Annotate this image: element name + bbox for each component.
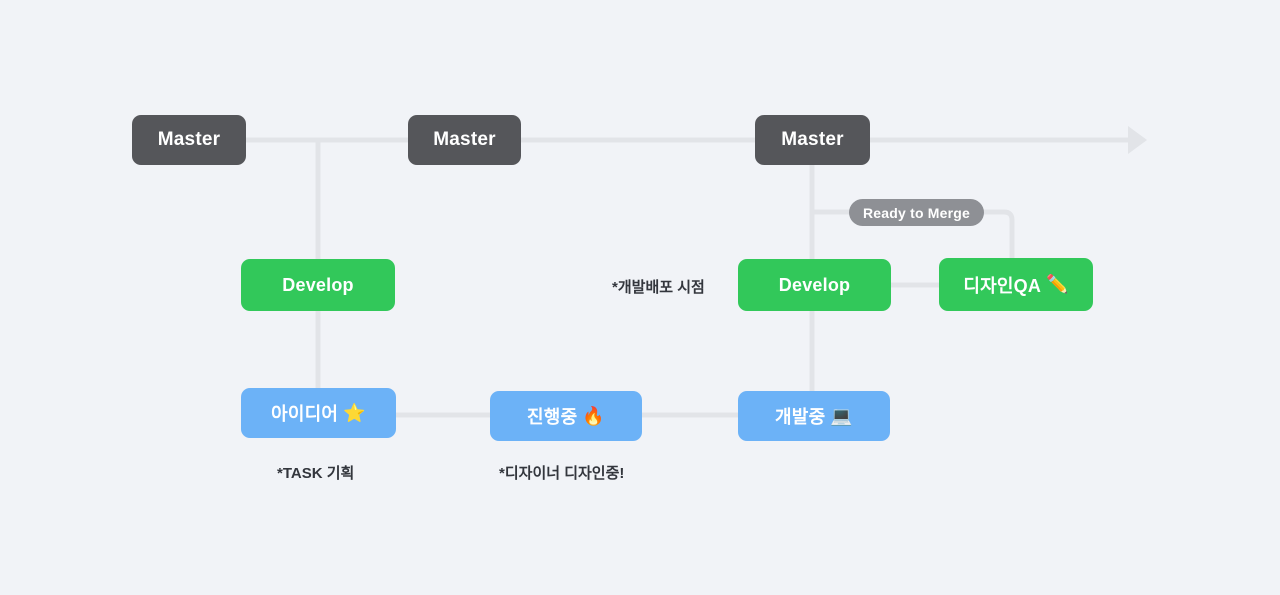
node-label: 진행중 (527, 407, 578, 427)
node-label: Master (157, 129, 221, 150)
node-master-2[interactable]: Master (408, 115, 521, 165)
pill-label: Ready to Merge (862, 204, 971, 221)
wire-ready-merge-link (812, 209, 1015, 258)
node-in-progress[interactable]: 진행중 🔥 (490, 391, 642, 441)
caption-task-plan: *TASK 기획 (277, 465, 355, 482)
node-label: 디자인QA (963, 275, 1042, 296)
node-idea[interactable]: 아이디어 ⭐ (241, 388, 396, 438)
star-icon: ⭐ (343, 402, 366, 424)
node-label: 아이디어 (271, 404, 339, 424)
pencil-icon: ✏️ (1046, 274, 1069, 295)
caption-deploy-point: *개발배포 시점 (612, 279, 705, 296)
node-label: Master (433, 129, 496, 150)
node-label: Develop (778, 274, 851, 295)
fire-icon: 🔥 (582, 405, 605, 427)
node-developing[interactable]: 개발중 💻 (738, 391, 890, 441)
pill-ready-to-merge[interactable]: Ready to Merge (849, 199, 984, 226)
node-label: Master (781, 129, 844, 150)
master-arrow-icon (1128, 126, 1147, 154)
laptop-icon: 💻 (830, 405, 853, 427)
node-label: Develop (282, 274, 354, 295)
node-master-1[interactable]: Master (132, 115, 246, 165)
node-master-3[interactable]: Master (755, 115, 870, 165)
node-develop-2[interactable]: Develop (738, 259, 891, 311)
caption-designer-work: *디자이너 디자인중! (499, 465, 625, 482)
node-design-qa[interactable]: 디자인QA ✏️ (939, 258, 1093, 311)
node-label: 개발중 (775, 407, 826, 427)
node-develop-1[interactable]: Develop (241, 259, 395, 311)
